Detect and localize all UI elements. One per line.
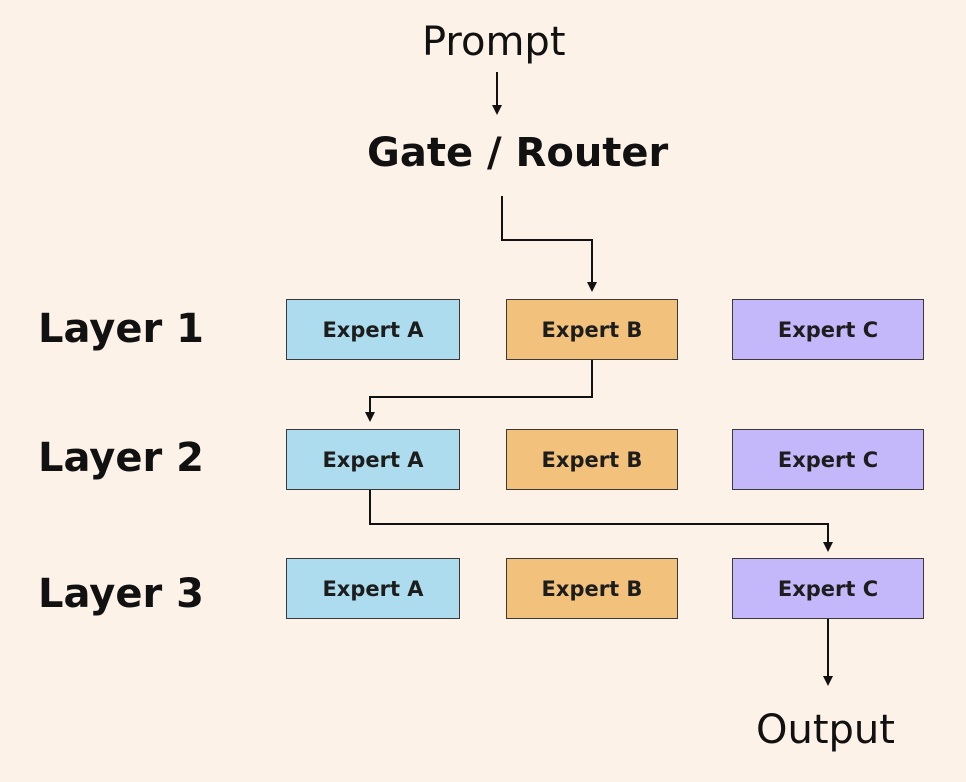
prompt-label: Prompt xyxy=(422,19,566,65)
layer-3-expert-c: Expert C xyxy=(732,558,924,619)
router-to-layer1-expert-b-arrow xyxy=(501,196,597,292)
layer-2-expert-b: Expert B xyxy=(506,429,678,490)
output-label: Output xyxy=(756,707,895,753)
layer2-a-to-layer3-c-arrow xyxy=(369,490,833,552)
layer-2-label: Layer 2 xyxy=(38,435,204,481)
layer-2-expert-c: Expert C xyxy=(732,429,924,490)
layer-1-expert-c: Expert C xyxy=(732,299,924,360)
layer-1-expert-b: Expert B xyxy=(506,299,678,360)
layer1-b-to-layer2-a-arrow xyxy=(365,360,593,422)
layer-1-expert-a: Expert A xyxy=(286,299,460,360)
layer-3-expert-b: Expert B xyxy=(506,558,678,619)
layer-1-label: Layer 1 xyxy=(38,306,204,352)
layer-3-label: Layer 3 xyxy=(38,571,204,617)
layer-3-expert-a: Expert A xyxy=(286,558,460,619)
layer-2-expert-a: Expert A xyxy=(286,429,460,490)
gate-router-label: Gate / Router xyxy=(367,130,669,176)
